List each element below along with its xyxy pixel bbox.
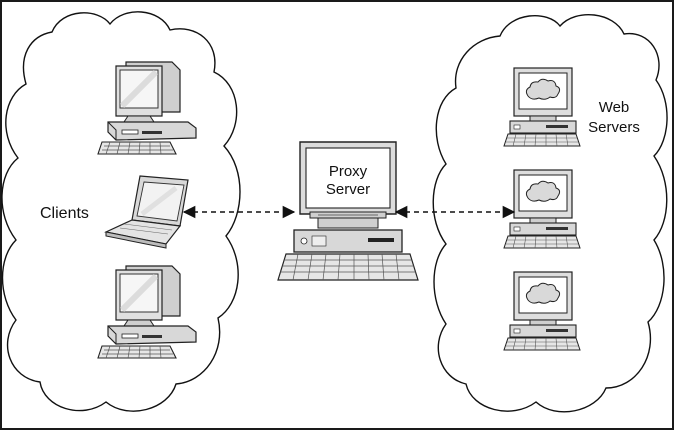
proxy-label-line1: Proxy: [329, 163, 368, 180]
proxy-server-icon: [277, 141, 419, 281]
clients-label: Clients: [40, 205, 89, 222]
laptop-icon: [104, 175, 189, 249]
web-server-icon: [503, 67, 581, 147]
proxy-label-line2: Server: [326, 181, 370, 198]
web-servers-label-line2: Servers: [588, 119, 640, 136]
web-server-icon: [503, 169, 581, 249]
web-servers-label-line1: Web: [599, 99, 630, 116]
web-server-icon: [503, 271, 581, 351]
